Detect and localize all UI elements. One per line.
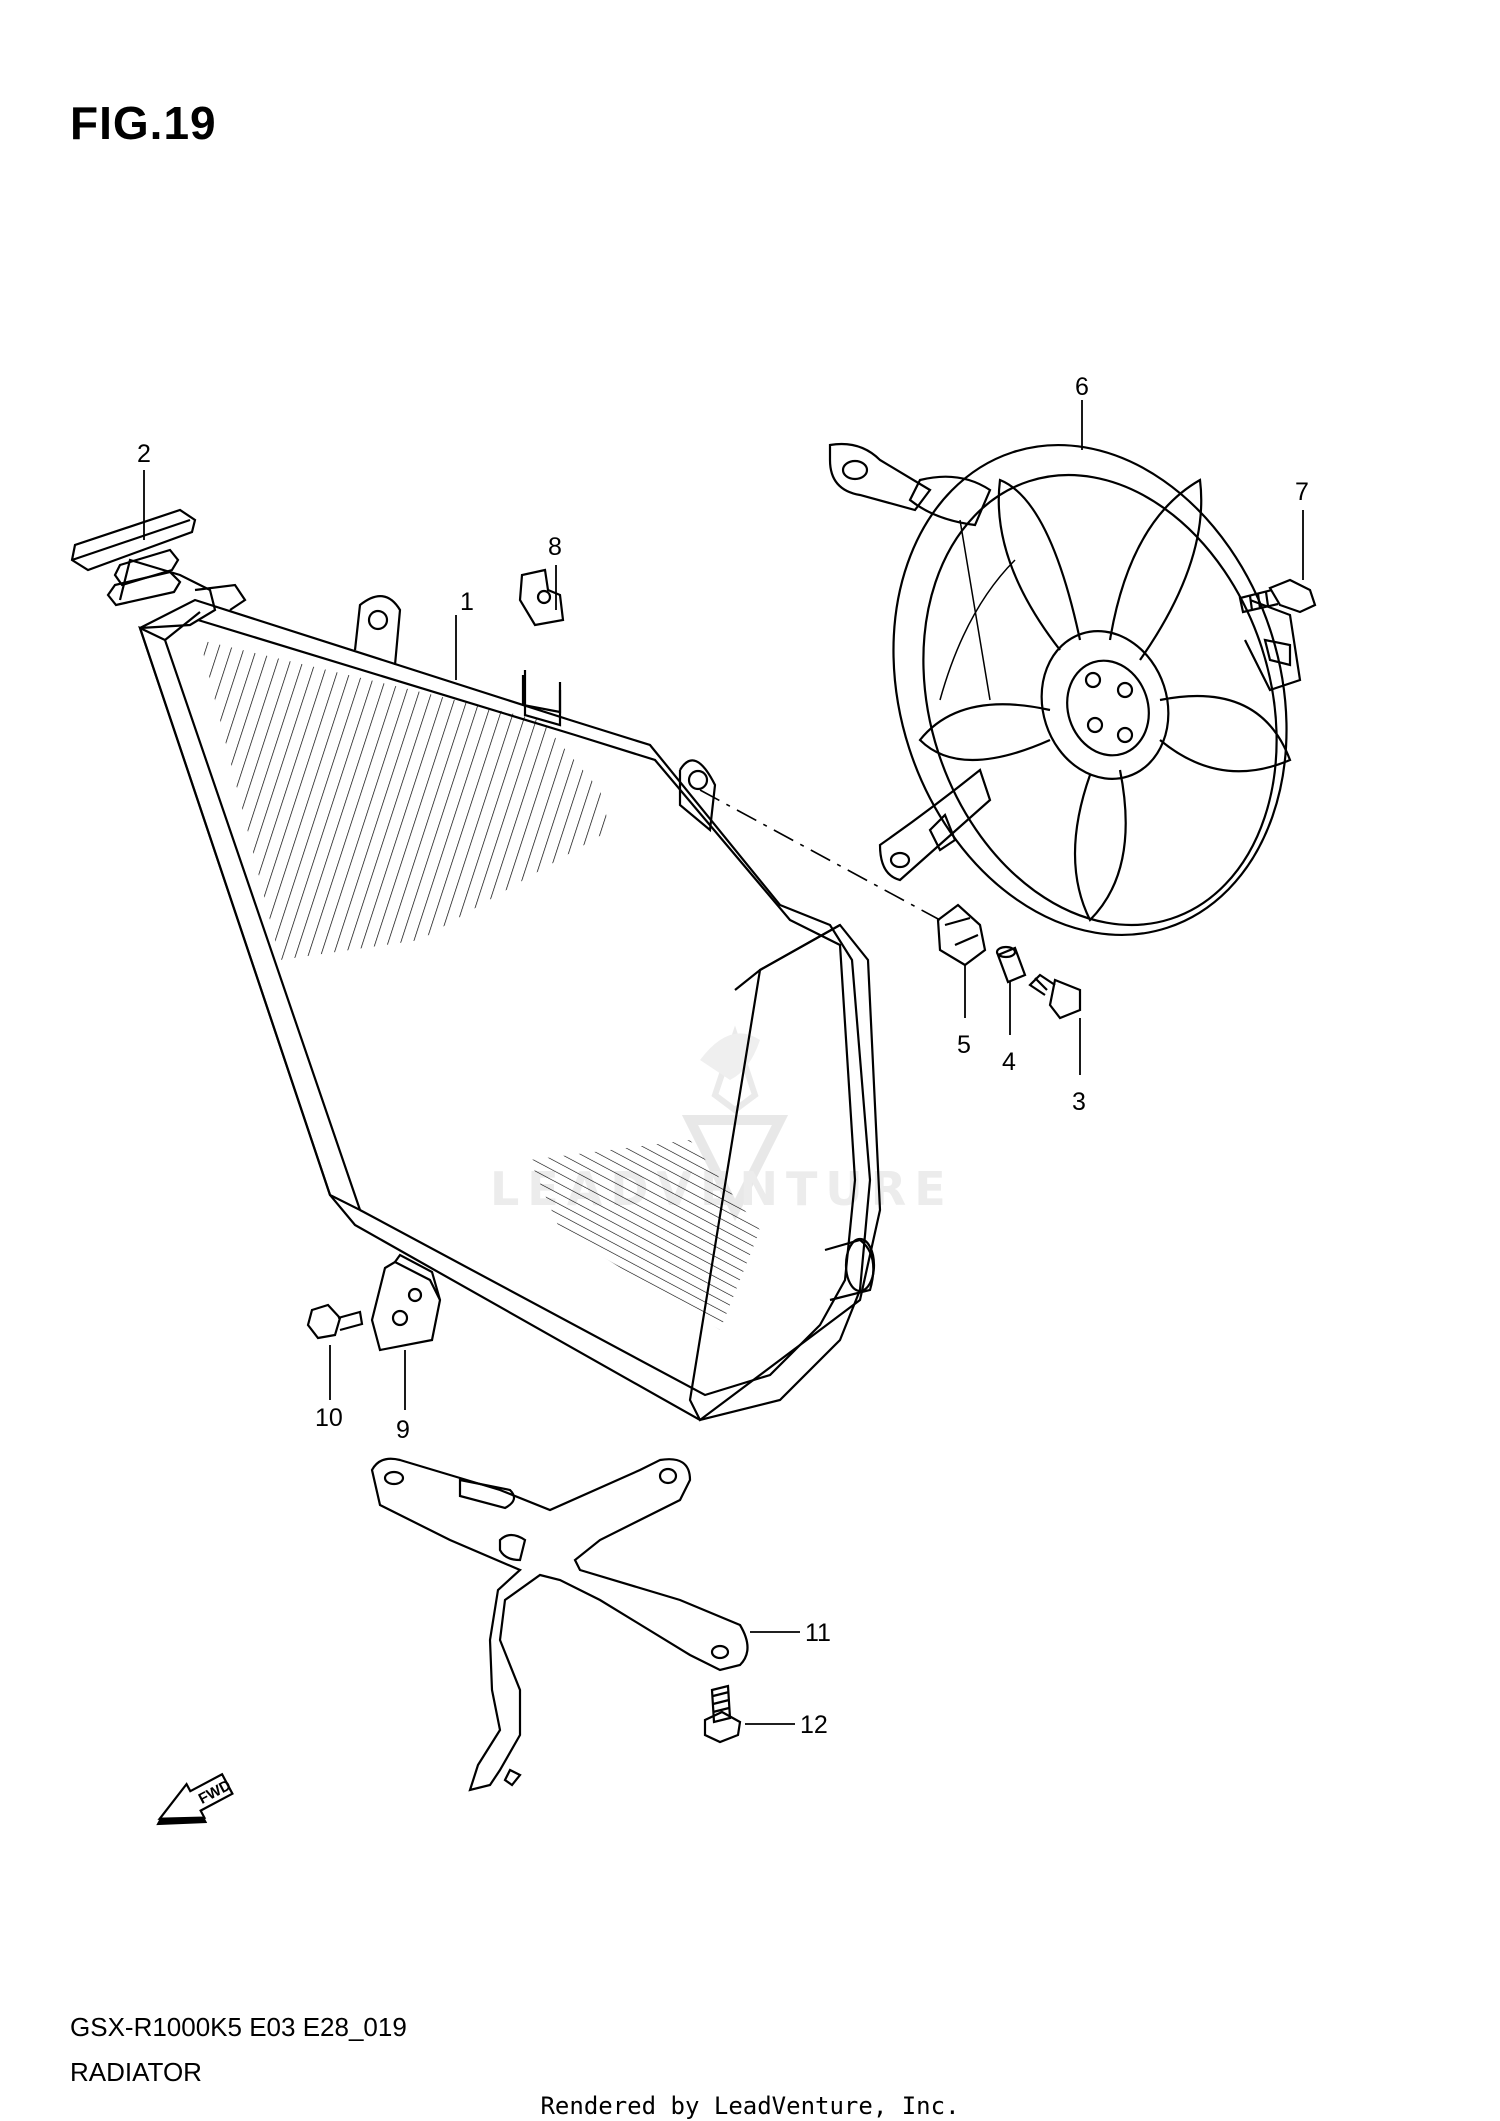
render-credit: Rendered by LeadVenture, Inc. xyxy=(540,2092,960,2120)
callout-5: 5 xyxy=(957,1031,971,1059)
radiator-cap xyxy=(70,508,197,607)
callout-3: 3 xyxy=(1072,1088,1086,1116)
collar xyxy=(995,945,1027,984)
lower-bracket xyxy=(370,1457,749,1792)
figure-title: FIG.19 xyxy=(70,97,217,149)
callout-12: 12 xyxy=(800,1711,828,1739)
callout-9: 9 xyxy=(396,1416,410,1444)
bracket xyxy=(370,1253,442,1352)
section-name: RADIATOR xyxy=(70,2057,202,2087)
cooling-fan xyxy=(828,442,1302,937)
lower-bracket-bolt xyxy=(703,1684,742,1744)
model-code: GSX-R1000K5 E03 E28_019 xyxy=(70,2012,407,2042)
callout-10: 10 xyxy=(315,1404,343,1432)
clip-nut xyxy=(518,568,565,714)
callout-2: 2 xyxy=(137,440,151,468)
callout-labels: 1 2 3 4 5 6 7 8 9 10 11 12 xyxy=(137,373,1309,1739)
bolt xyxy=(1028,973,1082,1020)
fan-bolt xyxy=(1238,578,1317,614)
bracket-bolt xyxy=(306,1303,364,1340)
grommet xyxy=(936,903,987,967)
callout-8: 8 xyxy=(548,533,562,561)
callout-1: 1 xyxy=(460,588,474,616)
leader-lines xyxy=(143,400,1304,1725)
alignment-centerline xyxy=(699,789,941,921)
fwd-arrow-marker: FWD xyxy=(156,1772,234,1826)
callout-7: 7 xyxy=(1295,478,1309,506)
callout-11: 11 xyxy=(805,1619,831,1647)
radiator-core xyxy=(118,558,882,1422)
callout-4: 4 xyxy=(1002,1048,1016,1076)
callout-6: 6 xyxy=(1075,373,1089,401)
